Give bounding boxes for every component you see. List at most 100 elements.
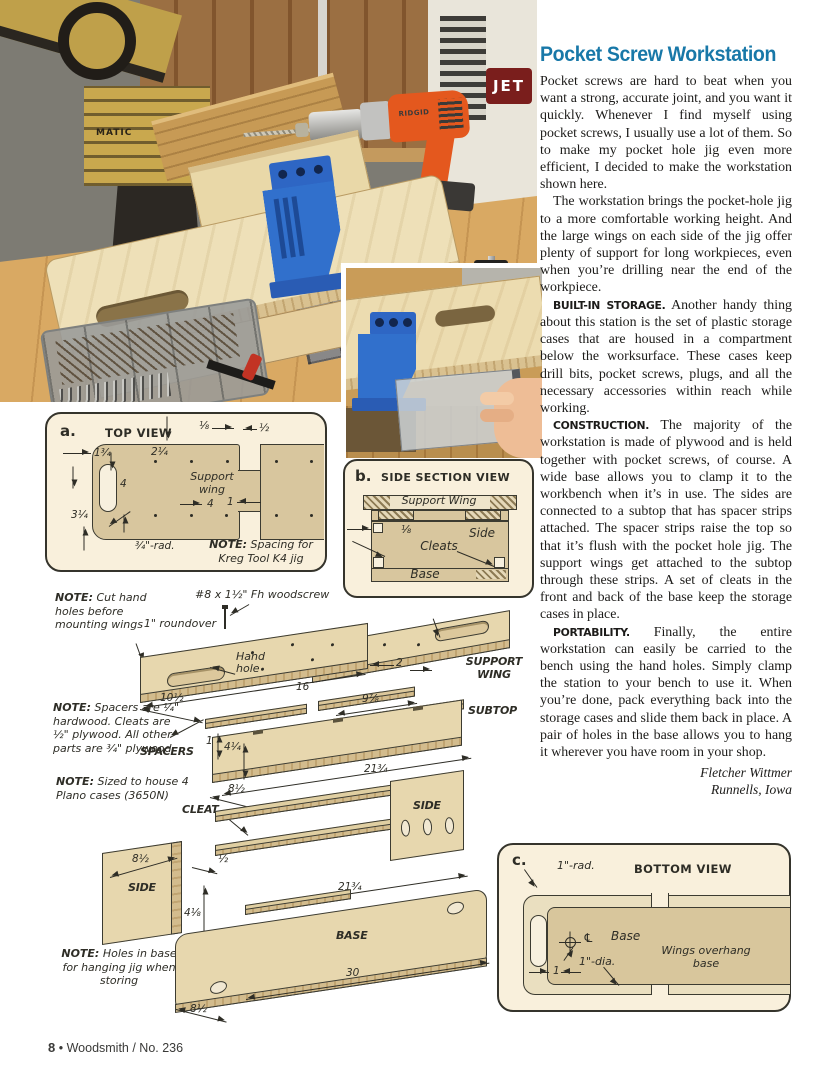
diameter-callout: 1"-dia.	[579, 955, 616, 968]
dim-arrow	[83, 526, 85, 551]
dim-4-eighth: 4⅛	[184, 907, 201, 919]
dim-arrow	[370, 661, 394, 668]
screw-hole	[154, 514, 157, 517]
pocket-hole	[400, 818, 411, 838]
note-text: Cut hand holes before mounting wings	[55, 591, 147, 631]
hand-hole	[435, 619, 489, 643]
jet-logo: JET	[486, 68, 532, 104]
cleat-section	[373, 557, 384, 568]
screw-hole	[310, 460, 313, 463]
byline-location: Runnells, Iowa	[711, 782, 792, 798]
screw-hole	[310, 514, 313, 517]
dim-arrow	[110, 452, 112, 471]
drawing-a-top-view: a. TOP VIEW ⅛ ½ 2¼ 1¾ 4 Support wing 4 1…	[45, 412, 327, 572]
side-label-right: SIDE	[413, 799, 441, 812]
inset-jig-guide	[370, 312, 416, 336]
paragraph-text: The majority of the workstation is made …	[540, 418, 792, 623]
hang-hole	[209, 979, 228, 996]
note-bold: NOTE:	[61, 947, 100, 960]
support-wing-section	[363, 495, 517, 510]
paragraph-lead: CONSTRUCTION.	[553, 419, 650, 433]
hand-hole-callout: Hand hole	[236, 650, 265, 675]
dim-9-seven-eighths: 9⅞	[362, 693, 379, 705]
jig-guide-hole	[277, 169, 288, 180]
dim-arrow	[237, 498, 261, 505]
drill-stop-collar	[294, 122, 309, 138]
figure-letter: b.	[355, 467, 372, 485]
inset-hand-hole	[434, 304, 496, 328]
screw-hole	[225, 514, 228, 517]
jig-guide-hole	[295, 166, 306, 177]
note-bold: NOTE:	[209, 538, 248, 551]
note-text: Sized to house 4 Plano cases (3650N)	[56, 775, 189, 802]
note-text: Holes in base for hanging jig when stori…	[62, 947, 177, 987]
dim-radius: ¾"-rad.	[135, 540, 175, 552]
right-wing-plan	[260, 444, 324, 540]
roundover-callout: 1" roundover	[143, 617, 217, 630]
figure-letter: a.	[60, 422, 76, 440]
hand-hole-bottom	[530, 915, 547, 967]
footer-bullet: •	[58, 1041, 64, 1055]
woodscrew-callout: #8 x 1½" Fh woodscrew	[195, 588, 330, 601]
dim-4-quarter: 4¼	[224, 741, 241, 753]
dim-four-right: 4	[207, 498, 214, 510]
dim-8-half: 8½	[228, 783, 245, 795]
screw-hole	[154, 460, 157, 463]
note-bold: NOTE:	[56, 775, 94, 788]
pocket-hole	[422, 817, 433, 837]
note-plano-cases: NOTE: Sized to house 4 Plano cases (3650…	[56, 775, 206, 802]
paragraph-text: Another handy thing about this station i…	[540, 297, 793, 416]
dim-arrow	[347, 525, 371, 532]
dim-line	[243, 743, 245, 780]
spacer-section	[378, 510, 414, 520]
paragraph-lead: BUILT-IN STORAGE.	[553, 298, 666, 312]
base-bottom	[547, 907, 790, 985]
dim-line	[217, 733, 219, 760]
dim-8-half-side: 8½	[132, 853, 149, 865]
paragraph-portability: PORTABILITY. Finally, the entire worksta…	[540, 624, 792, 762]
byline: Fletcher Wittmer Runnells, Iowa	[540, 764, 792, 798]
screw-hole	[190, 514, 193, 517]
inset-jig-hole	[403, 318, 412, 327]
pocket-hole	[444, 816, 455, 836]
front-clamp	[206, 352, 282, 398]
dim-arrow	[63, 449, 91, 456]
spacer-section	[465, 510, 501, 520]
dim-30: 30	[346, 967, 360, 979]
support-wing-label: Support Wing	[401, 494, 477, 507]
drawing-c-bottom-view: c. BOTTOM VIEW 1"-rad. ℄ Base 1"-dia. Wi…	[497, 843, 791, 1012]
jig-body	[262, 181, 347, 288]
hand-hole-plan	[99, 464, 117, 512]
dim-three-quarter: 3¼	[71, 509, 88, 521]
figure-title: SIDE SECTION VIEW	[381, 471, 511, 484]
paragraph-text: Pocket screws are hard to beat when you …	[540, 74, 792, 193]
bandsaw-wheel	[58, 2, 136, 80]
spacers-label: SPACERS	[140, 745, 194, 758]
dim-one-three-quarter: 1¾	[94, 447, 111, 459]
note-hand-holes: NOTE: Cut hand holes before mounting win…	[55, 591, 167, 632]
dim-arrow	[410, 666, 432, 673]
dim-eighth: ⅛	[401, 524, 412, 536]
dim-four-left: 4	[120, 478, 127, 490]
screw-hole	[226, 460, 229, 463]
page-number: 8	[48, 1040, 56, 1055]
dim-half: ½	[259, 422, 270, 434]
screw-hole	[311, 657, 314, 662]
inset-photo	[341, 263, 542, 458]
inset-hand	[480, 378, 542, 458]
paragraph-text: Finally, the entire workstation can easi…	[540, 624, 792, 760]
jig-guide-hole	[313, 164, 324, 175]
note-hanging: NOTE: Holes in base for hanging jig when…	[58, 947, 180, 988]
screw-hole	[275, 514, 278, 517]
note-bold: NOTE:	[53, 701, 91, 714]
side-label: Side	[469, 526, 495, 540]
spacer-notch	[413, 705, 423, 711]
subtop-section	[371, 510, 509, 521]
leader-line	[523, 869, 538, 888]
dim-arrow	[123, 514, 125, 533]
woodscrew-shank	[224, 609, 226, 629]
cleat-section	[494, 557, 505, 568]
screw-hole	[275, 460, 278, 463]
base-label: Base	[611, 929, 641, 943]
screw-hole	[417, 642, 420, 647]
